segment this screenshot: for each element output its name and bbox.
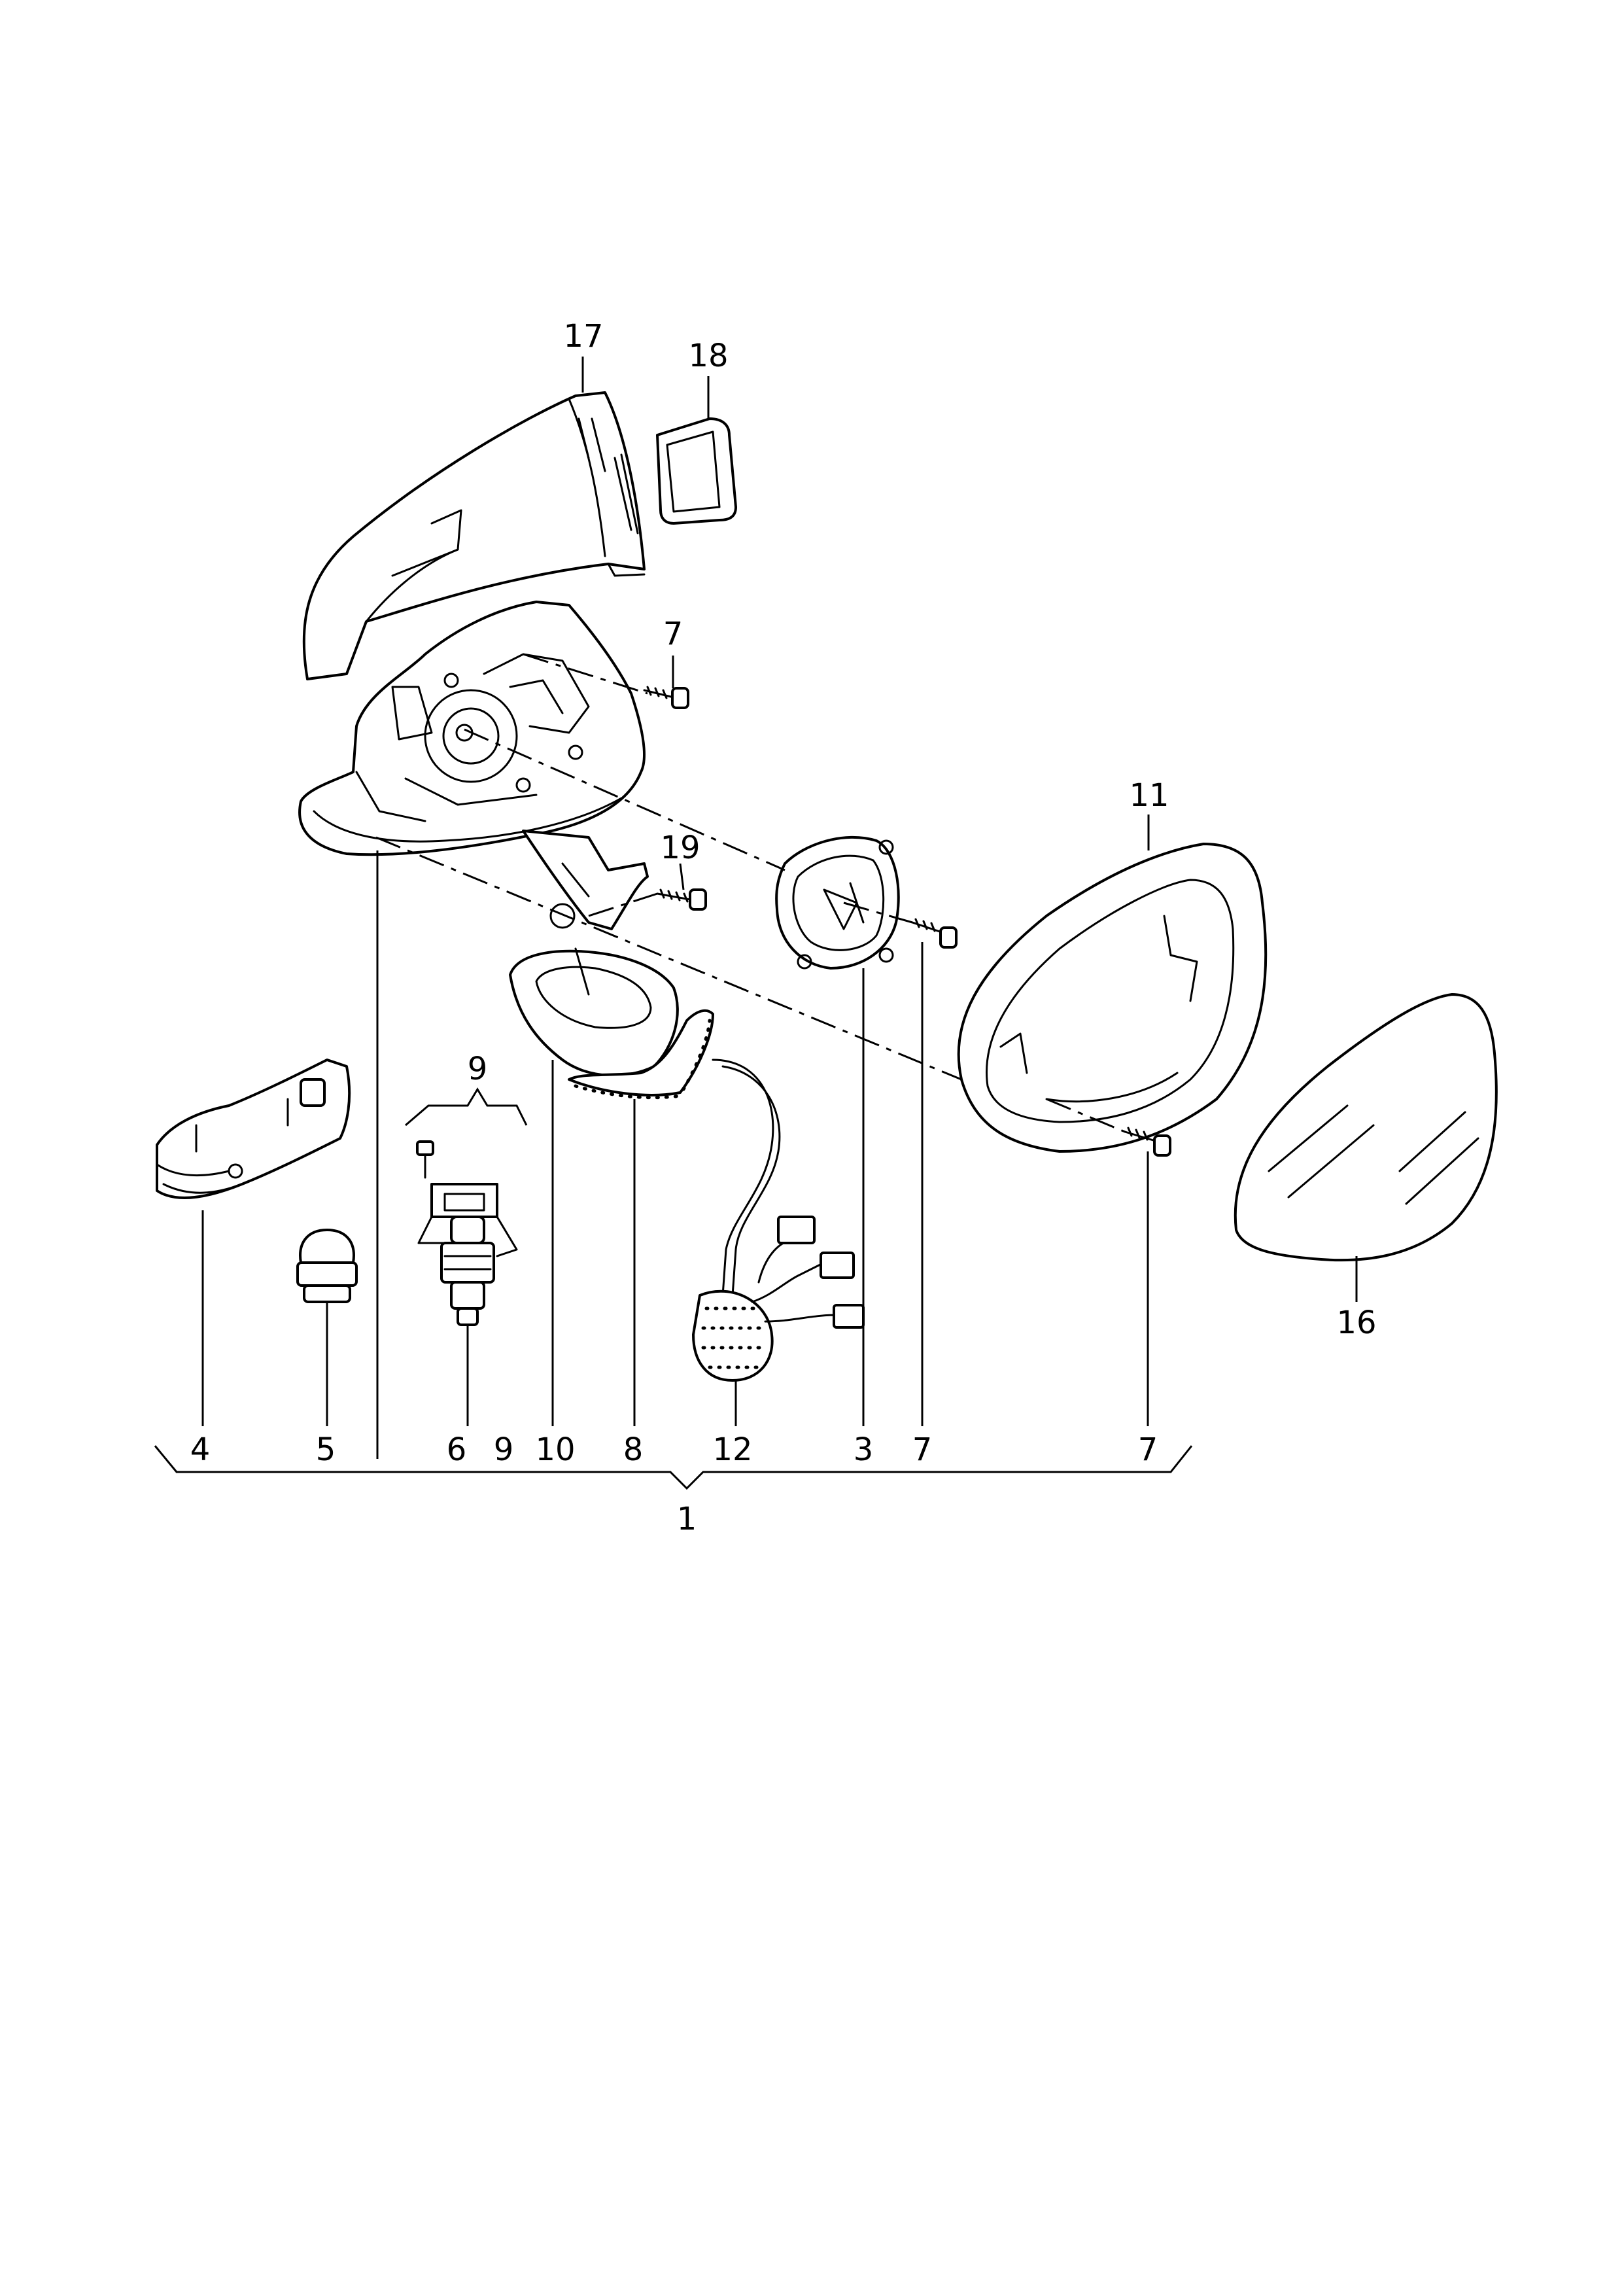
callout-7-b: 7: [1138, 1431, 1158, 1468]
part-19-screw: [656, 888, 707, 911]
part-6-switch: [440, 1216, 495, 1326]
part-4-turn-signal: [156, 1059, 351, 1199]
callout-18: 18: [688, 338, 728, 374]
callout-9-top: 9: [468, 1051, 488, 1087]
callout-6: 6: [447, 1431, 467, 1468]
part-7-screw-low: [1124, 1127, 1171, 1157]
callout-12: 12: [712, 1431, 752, 1468]
callout-1: 1: [677, 1501, 697, 1537]
part-3-actuator: [775, 835, 900, 970]
callout-8: 8: [623, 1431, 644, 1468]
part-11-mirror-frame: [957, 843, 1268, 1153]
part-5-bulb: [296, 1229, 358, 1303]
callout-11: 11: [1129, 777, 1169, 814]
callout-10: 10: [535, 1431, 575, 1468]
callout-17: 17: [563, 318, 603, 355]
part-17-mirror-cap: [302, 391, 646, 680]
leader-lines: [154, 357, 1358, 1490]
callout-4: 4: [190, 1431, 211, 1468]
callout-7-top: 7: [663, 616, 683, 652]
part-12-wiring-harness: [692, 1059, 865, 1382]
part-16-mirror-glass: [1234, 993, 1498, 1262]
callout-5: 5: [316, 1431, 336, 1468]
part-7-screw-mid: [911, 918, 958, 949]
part-8-gasket: [568, 1009, 714, 1100]
part-10-housing-trim: [509, 947, 679, 1077]
callout-7-a: 7: [912, 1431, 933, 1468]
callout-3: 3: [854, 1431, 874, 1468]
callout-16: 16: [1336, 1305, 1376, 1341]
callout-9: 9: [494, 1431, 514, 1468]
part-18-cover-clip: [656, 417, 737, 525]
callout-19: 19: [660, 830, 700, 866]
callout-labels: 17 18 7 11 19 9 16 4 5 6 9 10 8 12 3 7 7…: [190, 318, 1377, 1537]
part-7-screw-top: [643, 686, 689, 709]
part-9-bracket-group: [405, 1087, 528, 1257]
